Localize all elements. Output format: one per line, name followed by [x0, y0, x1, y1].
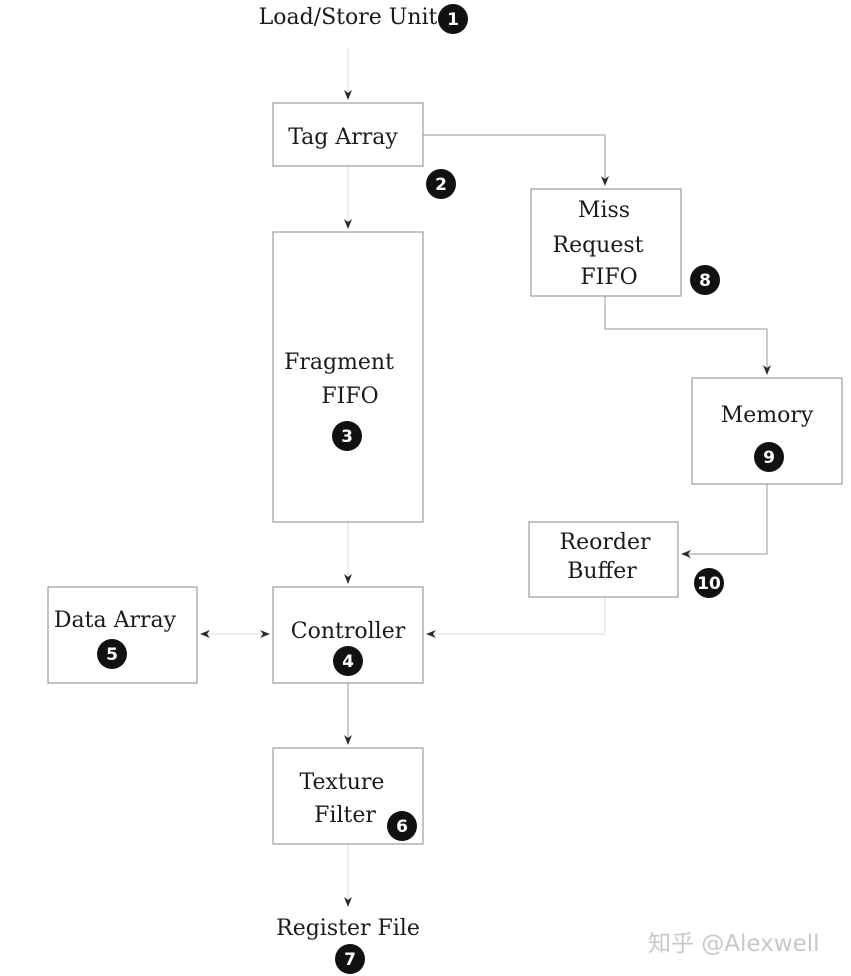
node-label-miss-request-fifo-line-1: Miss [578, 198, 630, 223]
badge-tag-array: 2 [426, 169, 456, 199]
node-box-reorder-buffer [528, 521, 679, 598]
node-label-reorder-buffer-line-1: Reorder [560, 530, 651, 555]
badge-texture-filter: 6 [387, 811, 417, 841]
badge-circle-fragment-fifo [332, 421, 362, 451]
node-label-memory-line-1: Memory [721, 403, 814, 428]
node-box-miss-request-fifo [530, 188, 682, 297]
badge-number-load-store-unit: 1 [447, 10, 459, 30]
edge-miss-request-fifo-to-memory [604, 296, 771, 375]
node-label-reorder-buffer-line-2: Buffer [567, 559, 637, 584]
edge-layer [200, 48, 771, 907]
node-box-fragment-fifo [272, 231, 424, 523]
node-label-controller-line-1: Controller [291, 619, 406, 644]
node-label-fragment-fifo-line-2: FIFO [321, 384, 378, 409]
node-data-array: Data Array 5 [47, 586, 198, 684]
node-label-fragment-fifo-line-1: Fragment [284, 350, 394, 375]
badge-circle-miss-request-fifo [690, 265, 720, 295]
badge-load-store-unit: 1 [438, 4, 468, 34]
node-box-data-array [47, 586, 198, 684]
badge-controller: 4 [333, 646, 363, 676]
node-box-tag-array [272, 102, 424, 167]
badge-number-memory: 9 [763, 448, 775, 468]
node-label-tag-array-line-1: Tag Array [288, 125, 398, 150]
badge-number-register-file: 7 [344, 950, 356, 970]
badge-circle-load-store-unit [438, 4, 468, 34]
badge-memory: 9 [754, 442, 784, 472]
node-load-store-unit: Load/Store Unit 1 [259, 4, 468, 34]
node-register-file: Register File 7 [276, 916, 420, 974]
badge-circle-data-array [97, 639, 127, 669]
badge-number-data-array: 5 [106, 645, 118, 665]
badge-reorder-buffer: 10 [694, 568, 724, 598]
watermark: 知乎 @Alexwell [648, 931, 820, 957]
badge-circle-tag-array [426, 169, 456, 199]
badge-number-controller: 4 [342, 652, 354, 672]
badge-number-miss-request-fifo: 8 [699, 271, 711, 291]
node-label-register-file-line-1: Register File [276, 916, 420, 941]
badge-number-fragment-fifo: 3 [341, 427, 353, 447]
node-label-texture-filter-line-1: Texture [300, 770, 385, 795]
badge-number-tag-array: 2 [435, 175, 447, 195]
node-tag-array: Tag Array 2 [272, 102, 456, 199]
node-label-miss-request-fifo-line-3: FIFO [580, 265, 637, 290]
node-label-texture-filter-line-2: Filter [314, 803, 376, 828]
node-memory: Memory 9 [691, 377, 843, 485]
badge-circle-reorder-buffer [694, 568, 724, 598]
node-controller: Controller 4 [272, 586, 424, 684]
edge-memory-to-reorder-buffer [681, 484, 768, 558]
badge-miss-request-fifo: 8 [690, 265, 720, 295]
badge-circle-memory [754, 442, 784, 472]
badge-circle-register-file [335, 944, 365, 974]
edge-tag-array-to-miss-request-fifo [423, 134, 609, 186]
node-label-data-array-line-1: Data Array [54, 608, 177, 633]
badge-number-texture-filter: 6 [396, 817, 408, 837]
badge-circle-texture-filter [387, 811, 417, 841]
badge-number-reorder-buffer: 10 [697, 574, 721, 594]
node-label-miss-request-fifo-line-2: Request [553, 233, 644, 258]
badge-circle-controller [333, 646, 363, 676]
node-label-load-store-unit-line-1: Load/Store Unit [259, 5, 438, 30]
badge-data-array: 5 [97, 639, 127, 669]
badge-fragment-fifo: 3 [332, 421, 362, 451]
badge-register-file: 7 [335, 944, 365, 974]
edge-reorder-buffer-to-controller [426, 597, 606, 638]
